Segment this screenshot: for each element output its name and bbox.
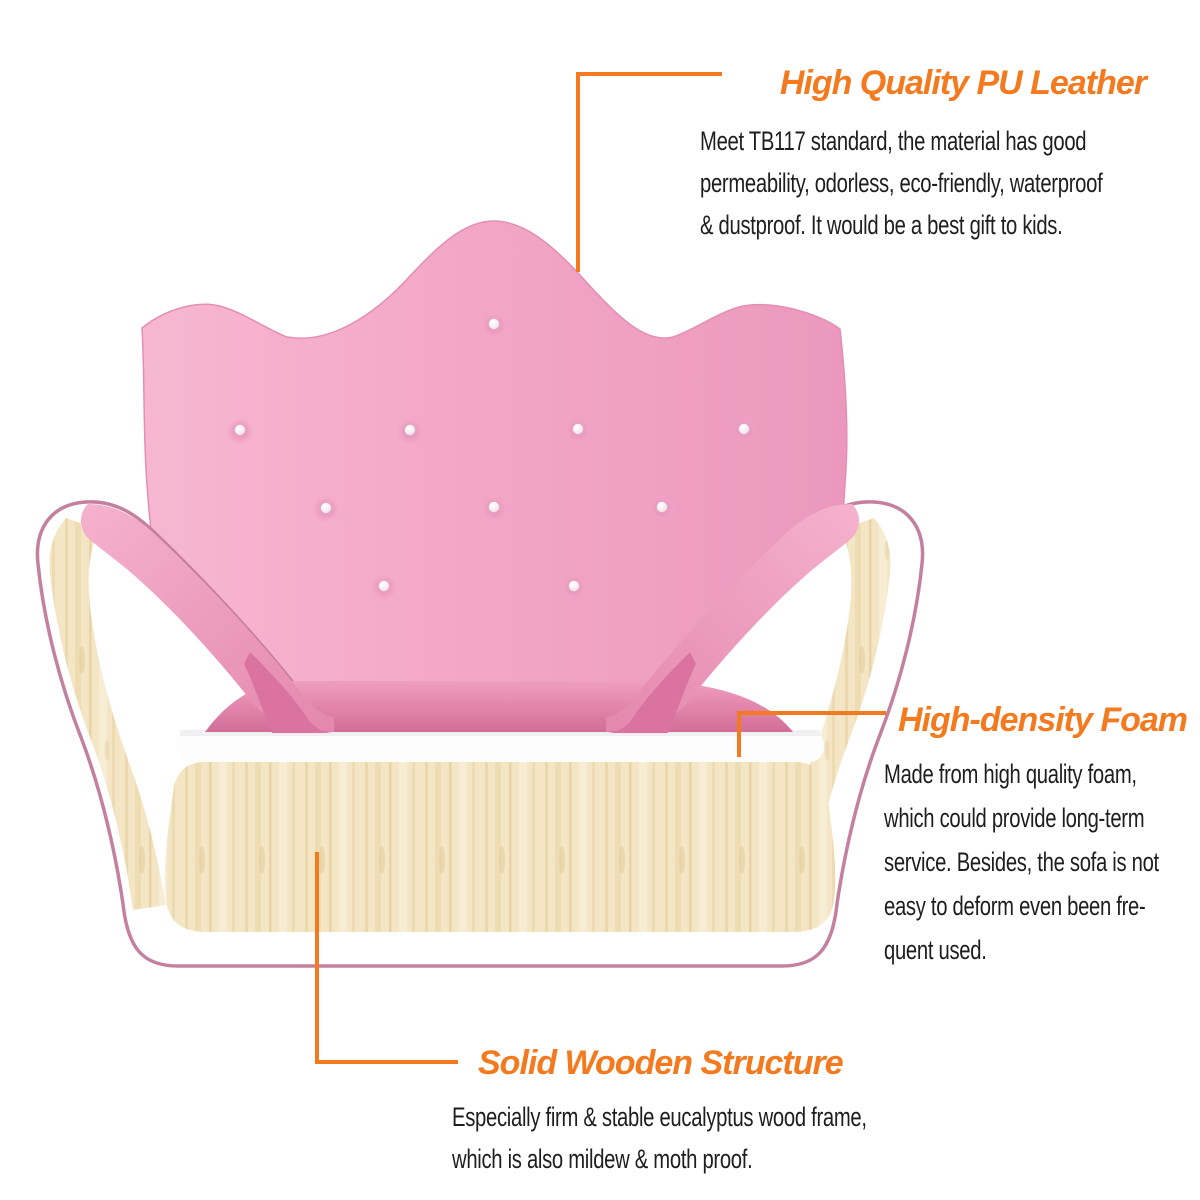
wood-title: Solid Wooden Structure bbox=[478, 1044, 844, 1082]
wood-line-1: Especially firm & stable eucalyptus wood… bbox=[452, 1102, 867, 1132]
callout-foam: High-density Foam Made from high quality… bbox=[884, 698, 1200, 972]
foam-line-5: quent used. bbox=[884, 935, 987, 965]
left-arm-wood-inlay bbox=[49, 518, 166, 910]
foam-description: Made from high quality foam, which could… bbox=[884, 752, 1159, 972]
pu-leather-line-3: & dustproof. It would be a best gift to … bbox=[700, 210, 1063, 240]
left-armrest bbox=[80, 504, 335, 733]
callout-line-wood bbox=[315, 852, 458, 1064]
wood-description: Especially firm & stable eucalyptus wood… bbox=[452, 1096, 867, 1180]
right-arm-inner-face bbox=[606, 652, 696, 733]
pu-leather-description: Meet TB117 standard, the material has go… bbox=[700, 120, 1103, 246]
foam-line-3: service. Besides, the sofa is not bbox=[884, 847, 1159, 877]
pu-leather-line-2: permeability, odorless, eco-friendly, wa… bbox=[700, 168, 1103, 198]
foam-line-4: easy to deform even been fre- bbox=[884, 891, 1146, 921]
wood-line-2: which is also mildew & moth proof. bbox=[452, 1144, 753, 1174]
callout-line-foam bbox=[737, 711, 886, 757]
callout-line-pu-leather bbox=[576, 72, 722, 272]
wood-panel bbox=[164, 762, 836, 932]
callout-wood: Solid Wooden Structure Especially firm &… bbox=[452, 1041, 952, 1180]
pu-leather-line-1: Meet TB117 standard, the material has go… bbox=[700, 126, 1087, 156]
callout-pu-leather: High Quality PU Leather Meet TB117 stand… bbox=[700, 61, 1147, 246]
right-armrest bbox=[606, 504, 860, 733]
pu-leather-title: High Quality PU Leather bbox=[779, 64, 1147, 102]
foam-line-2: which could provide long-term bbox=[884, 803, 1145, 833]
foam-title: High-density Foam bbox=[898, 701, 1188, 739]
left-arm-inner-face bbox=[244, 652, 334, 733]
foam-band bbox=[176, 730, 824, 762]
foam-line-1: Made from high quality foam, bbox=[884, 759, 1137, 789]
